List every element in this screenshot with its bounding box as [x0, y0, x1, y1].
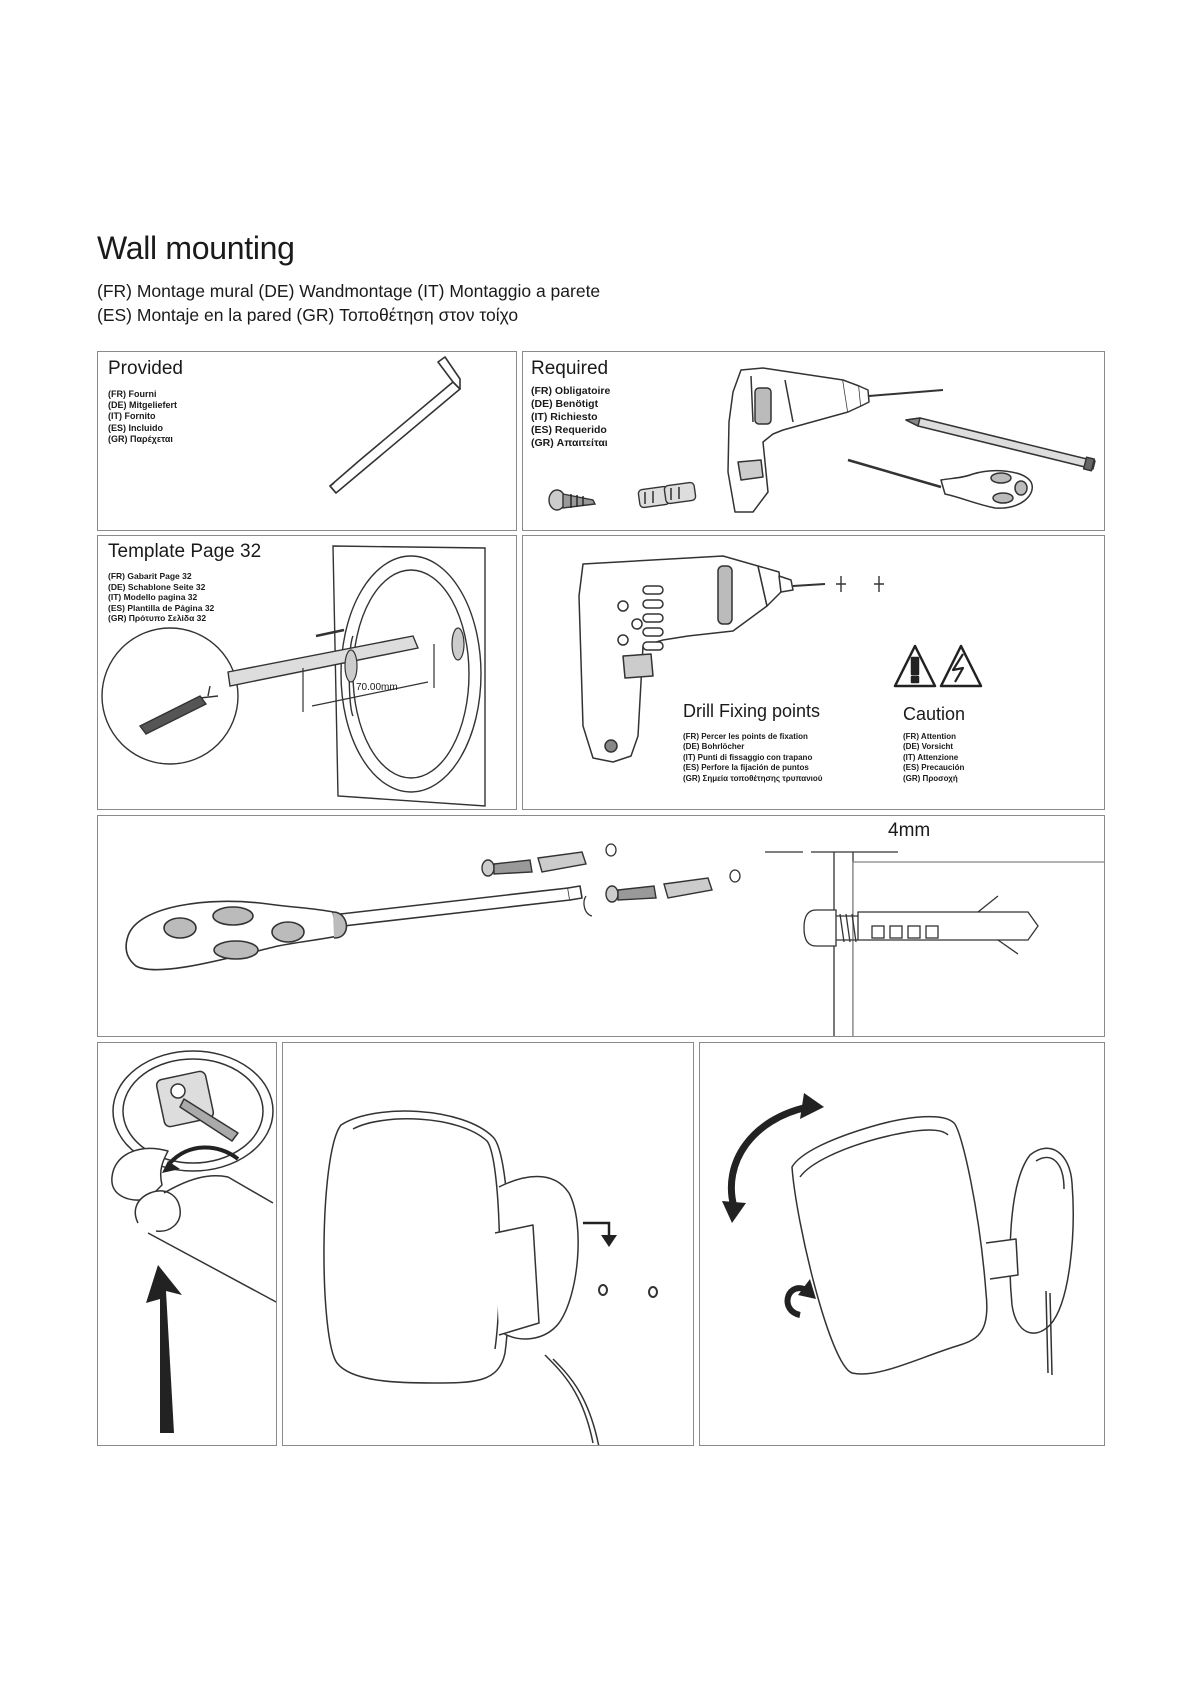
drill-icon: [728, 368, 943, 512]
adjust-angle-panel: [699, 1042, 1105, 1446]
screws-panel: 4mm: [97, 815, 1105, 1037]
speaker-mount-illustration: [283, 1043, 694, 1446]
caution-translations: (FR) Attention(DE) Vorsicht(IT) Attenzio…: [903, 732, 964, 784]
screw-dimension-label: 4mm: [888, 820, 930, 842]
connector-illustration: [98, 1043, 277, 1446]
speaker-mount-panel: [282, 1042, 694, 1446]
adjust-angle-illustration: [700, 1043, 1105, 1446]
drill-caution-panel: Drill Fixing points (FR) Percer les poin…: [522, 535, 1105, 810]
connector-panel: [97, 1042, 277, 1446]
pencil-icon: [906, 418, 1095, 471]
template-illustration: [98, 536, 517, 810]
page-subtitle-line-1: (FR) Montage mural (DE) Wandmontage (IT)…: [97, 281, 600, 302]
screw-insertion-illustration: [98, 816, 1105, 1037]
allen-key-icon: [98, 352, 517, 531]
caution-title: Caution: [903, 704, 965, 725]
page-subtitle-line-2: (ES) Montaje en la pared (GR) Τοποθέτηση…: [97, 305, 518, 326]
drill-title: Drill Fixing points: [683, 701, 820, 722]
wall-plug-icon: [638, 482, 696, 508]
template-panel: Template Page 32 (FR) Gabarit Page 32(DE…: [97, 535, 517, 810]
template-dimension-label: 70.00mm: [356, 682, 398, 693]
screwdriver-icon: [848, 460, 1032, 508]
screwdriver-icon: [126, 886, 582, 970]
screw-icon: [549, 490, 595, 510]
page-title: Wall mounting: [97, 230, 295, 267]
insert-arrow-icon: [146, 1265, 182, 1433]
provided-panel: Provided (FR) Fourni(DE) Mitgeliefert(IT…: [97, 351, 517, 531]
warning-icon: [895, 646, 935, 686]
required-panel: Required (FR) Obligatoire(DE) Benötigt(I…: [522, 351, 1105, 531]
required-tools: [523, 352, 1105, 531]
drill-translations: (FR) Percer les points de fixation(DE) B…: [683, 732, 822, 784]
electric-hazard-icon: [941, 646, 981, 686]
